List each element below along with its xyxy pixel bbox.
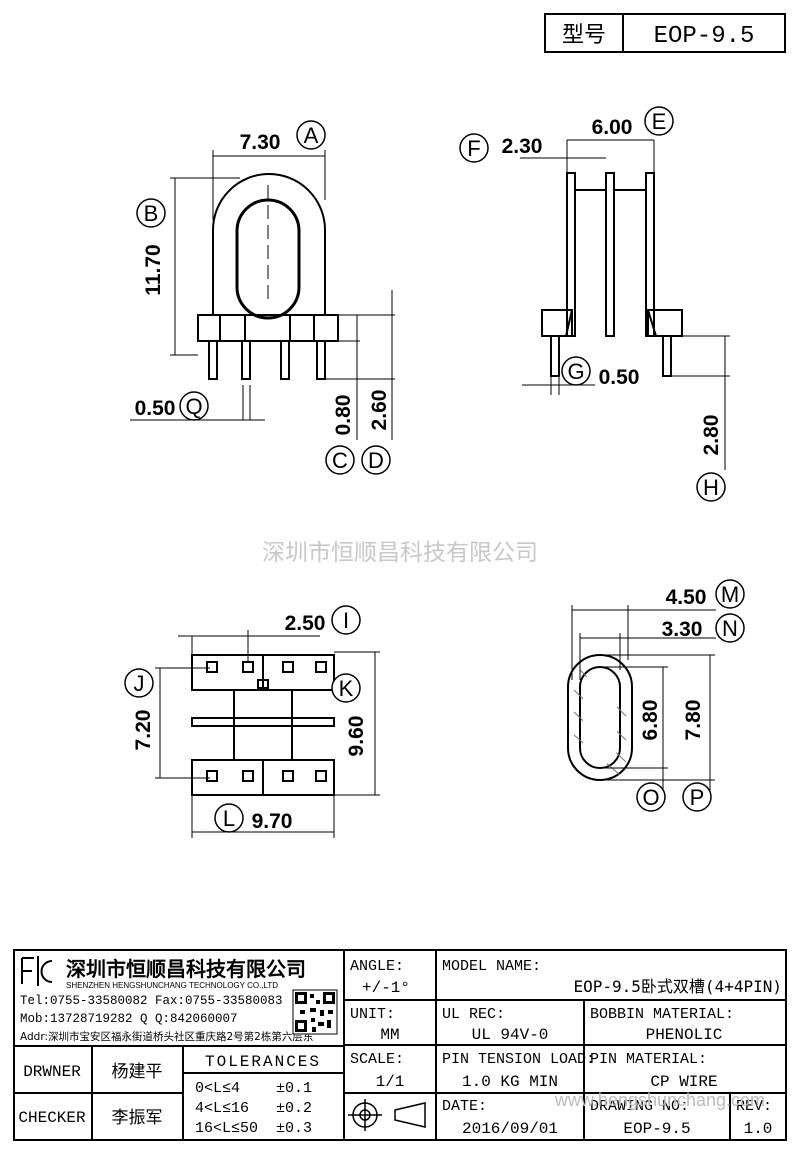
watermark-url: www.hengshunchang.com	[554, 1090, 765, 1110]
label-G: G	[567, 359, 584, 384]
unit-label: UNIT:	[350, 1006, 395, 1023]
qr-code	[292, 989, 338, 1035]
label-P: P	[690, 785, 705, 810]
dim-E: 6.00	[592, 116, 633, 139]
dim-B: 11.70	[142, 244, 165, 295]
bobbin-material-value: PHENOLIC	[646, 1026, 723, 1044]
watermark-company: 深圳市恒顺昌科技有限公司	[262, 540, 538, 566]
company-name-en: SHENZHEN HENGSHUNCHANG TECHNOLOGY CO.,LT…	[66, 981, 278, 990]
label-O: O	[642, 785, 659, 810]
scale-value: 1/1	[376, 1073, 405, 1091]
title-block	[13, 949, 787, 1141]
angle-value: +/-1°	[362, 979, 410, 997]
label-D: D	[368, 448, 384, 473]
drawing-no-label: DRAWING NO:	[590, 1098, 689, 1115]
label-E: E	[652, 109, 667, 134]
label-N: N	[722, 616, 738, 641]
model-header	[544, 13, 786, 53]
unit-value: MM	[380, 1026, 399, 1044]
label-C: C	[332, 448, 348, 473]
pin-material-label: PIN MATERIAL:	[590, 1051, 707, 1068]
tolerances-title: TOLERANCES	[205, 1053, 321, 1071]
label-Q: Q	[185, 394, 202, 419]
model-label: 型号	[562, 23, 606, 48]
company-address: Addr:深圳市宝安区福永街道桥头社区重庆路2号第2栋第六层东	[20, 1030, 313, 1043]
company-mob-qq: Mob:13728719282 Q Q:842060007	[20, 1012, 238, 1026]
checker-label: CHECKER	[18, 1109, 86, 1127]
rev-label: REV:	[736, 1098, 772, 1115]
top-view	[191, 654, 335, 796]
date-value: 2016/09/01	[462, 1120, 558, 1138]
label-M: M	[721, 582, 739, 607]
dim-Q: 0.50	[135, 397, 176, 420]
date-label: DATE:	[442, 1098, 487, 1115]
dim-I: 2.50	[285, 612, 326, 635]
dim-O: 6.80	[639, 700, 662, 741]
dim-L: 9.70	[252, 810, 293, 833]
dim-F: 2.30	[502, 135, 543, 158]
dim-N: 3.30	[662, 618, 703, 641]
dim-A: 7.30	[240, 131, 281, 154]
bobbin-material-label: BOBBIN MATERIAL:	[590, 1006, 734, 1023]
dim-P: 7.80	[682, 700, 705, 741]
ul-rec-label: UL REC:	[442, 1006, 505, 1023]
company-logo	[21, 956, 53, 986]
pin-tension-label: PIN TENSION LOAD:	[442, 1051, 595, 1068]
label-F: F	[467, 136, 480, 161]
model-name-label: MODEL NAME:	[442, 958, 541, 975]
section-view-dimensions	[571, 605, 716, 795]
company-name-cn: 深圳市恒顺昌科技有限公司	[66, 957, 306, 981]
dim-J: 7.20	[132, 710, 155, 751]
checker-name: 李振军	[112, 1108, 163, 1128]
tolerance-row-3: 16<L≤50 ±0.3	[195, 1120, 312, 1137]
rev-value: 1.0	[744, 1120, 773, 1138]
company-tel-fax: Tel:0755-33580082 Fax:0755-33580083	[20, 994, 283, 1008]
pin-tension-value: 1.0 KG MIN	[462, 1073, 558, 1091]
label-I: I	[343, 608, 349, 633]
label-B: B	[144, 201, 159, 226]
side-view-dimensions	[520, 139, 730, 470]
dim-G: 0.50	[599, 366, 640, 389]
dim-M: 4.50	[666, 586, 707, 609]
dim-H: 2.80	[700, 415, 723, 456]
label-J: J	[134, 671, 145, 696]
pin-material-value: CP WIRE	[650, 1073, 717, 1091]
label-A: A	[304, 123, 319, 148]
ul-rec-value: UL 94V-0	[472, 1026, 549, 1044]
section-view	[567, 654, 633, 781]
angle-label: ANGLE:	[350, 958, 404, 975]
tolerance-row-1: 0<L≤4 ±0.1	[195, 1080, 312, 1097]
model-value: EOP-9.5	[654, 23, 755, 50]
model-name-value: EOP-9.5卧式双槽(4+4PIN)	[574, 977, 783, 996]
dimension-labels	[124, 106, 745, 833]
dim-C: 0.80	[332, 395, 355, 436]
dim-K: 9.60	[345, 716, 368, 757]
drawer-name: 杨建平	[112, 1062, 163, 1082]
scale-label: SCALE:	[350, 1051, 404, 1068]
dim-D: 2.60	[368, 390, 391, 431]
front-view	[197, 173, 339, 380]
label-L: L	[223, 806, 235, 831]
tolerance-row-2: 4<L≤16 ±0.2	[195, 1100, 312, 1117]
drawer-label: DRWNER	[23, 1063, 81, 1081]
projection-symbol-icon	[348, 1099, 426, 1131]
side-view	[541, 172, 683, 377]
label-H: H	[703, 475, 719, 500]
drawing-no-value: EOP-9.5	[623, 1120, 690, 1138]
top-view-dimensions	[155, 630, 380, 838]
label-K: K	[339, 676, 354, 701]
